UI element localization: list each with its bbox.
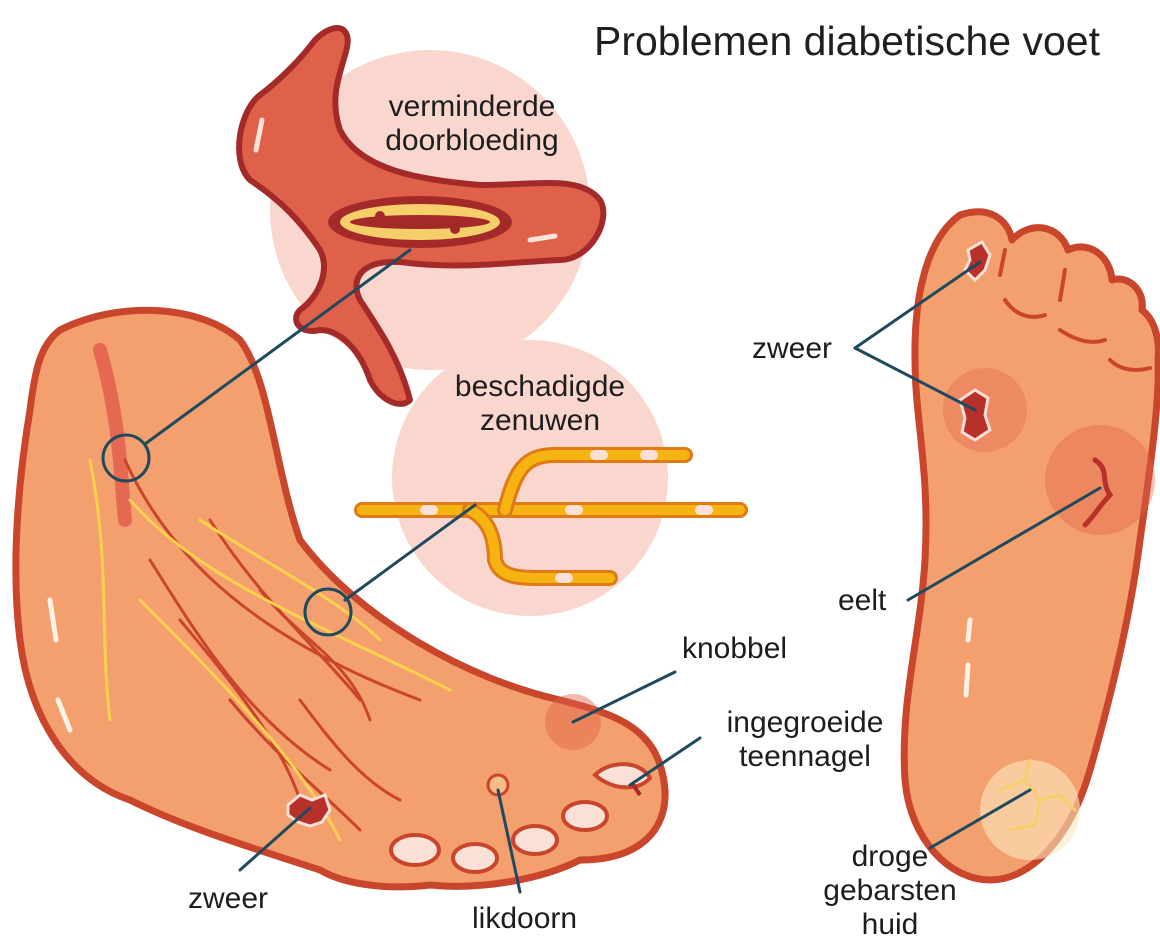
page-title: Problemen diabetische voet	[594, 18, 1100, 64]
label-ingrown-toenail: ingegroeide teennagel	[700, 706, 910, 774]
label-dry-line1: droge	[820, 840, 960, 874]
right-ulcer-mid	[960, 390, 990, 440]
label-bunion: knobbel	[682, 632, 787, 666]
label-callus: eelt	[838, 584, 886, 618]
label-ingrown-line1: ingegroeide	[700, 706, 910, 740]
label-corn: likdoorn	[472, 902, 577, 936]
label-dry-skin: droge gebarsten huid	[820, 840, 960, 942]
label-nerves: beschadigde zenuwen	[440, 370, 640, 438]
label-circulation-line2: doorbloeding	[372, 124, 572, 158]
label-circulation: verminderde doorbloeding	[372, 90, 572, 158]
label-nerves-line2: zenuwen	[440, 404, 640, 438]
right-foot-sole	[904, 212, 1158, 880]
label-nerves-line1: beschadigde	[440, 370, 640, 404]
label-dry-line2: gebarsten	[820, 874, 960, 908]
label-ingrown-line2: teennagel	[700, 740, 910, 774]
label-ulcer-left: zweer	[188, 882, 268, 916]
label-circulation-line1: verminderde	[372, 90, 572, 124]
label-dry-line3: huid	[820, 908, 960, 942]
label-ulcer-right: zweer	[752, 332, 832, 366]
